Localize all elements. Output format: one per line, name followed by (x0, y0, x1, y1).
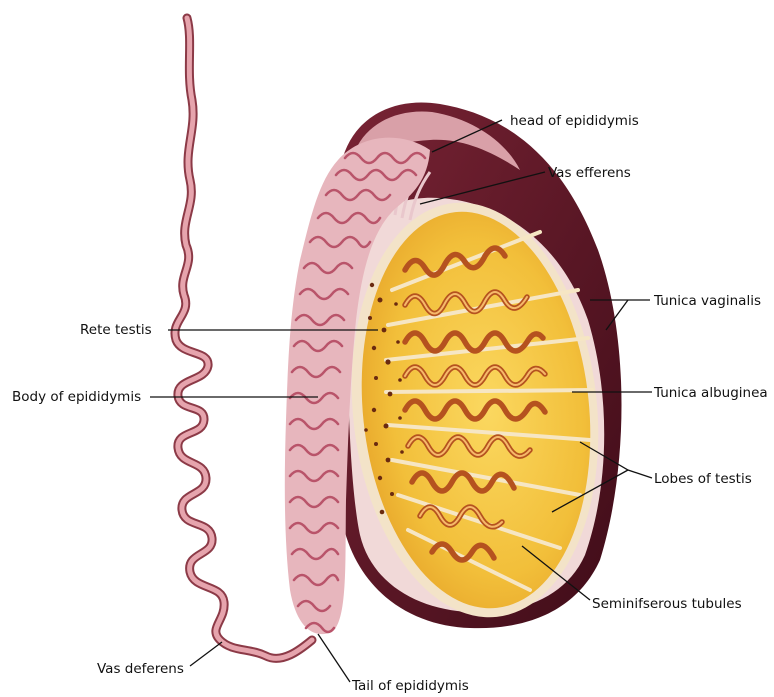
leader-tail-of-epididymis (318, 634, 350, 682)
label-body-of-epididymis: Body of epididymis (12, 389, 141, 405)
leader-vas-deferens (190, 642, 222, 666)
label-seminiferous-tubules: Seminifserous tubules (592, 596, 742, 612)
label-tunica-vaginalis: Tunica vaginalis (654, 293, 761, 309)
label-vas-efferens: Vas efferens (548, 165, 631, 181)
label-rete-testis: Rete testis (80, 322, 152, 338)
label-vas-deferens: Vas deferens (97, 661, 184, 677)
label-lobes-of-testis: Lobes of testis (654, 471, 752, 487)
label-tunica-albuginea: Tunica albuginea (654, 385, 768, 401)
label-tail-of-epididymis: Tail of epididymis (352, 678, 469, 694)
label-head-of-epididymis: head of epididymis (510, 113, 639, 129)
